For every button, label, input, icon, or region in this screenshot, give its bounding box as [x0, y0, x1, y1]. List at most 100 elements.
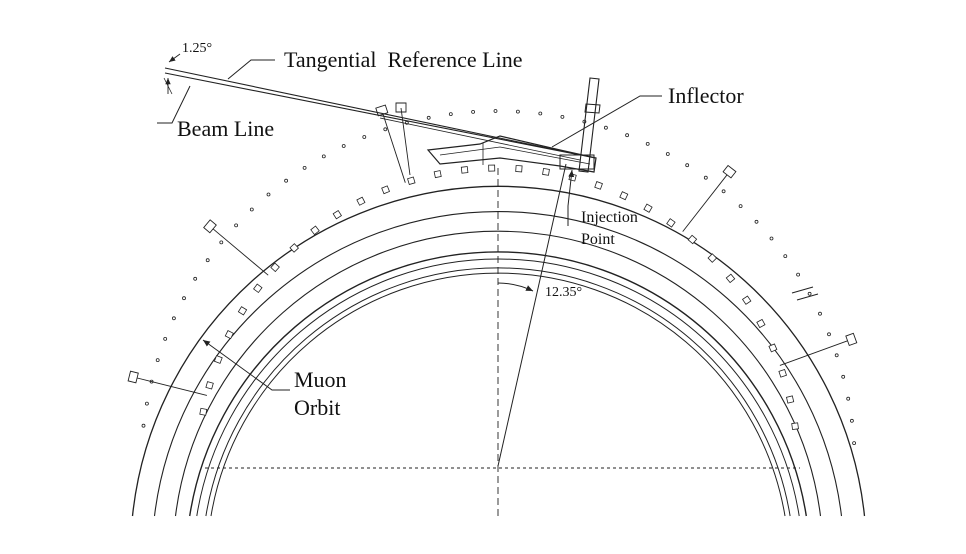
inflector-support: [578, 77, 600, 173]
clamp: [289, 243, 300, 253]
injection-label: Injection: [581, 209, 638, 226]
clamp: [768, 343, 778, 353]
clamp: [310, 225, 320, 236]
bolt-hole: [155, 358, 160, 363]
bolt-hole: [685, 163, 690, 168]
ring-structure: [127, 102, 866, 517]
clamp: [594, 181, 603, 190]
orbit-label: Orbit: [294, 395, 340, 420]
radial-brackets: [127, 102, 858, 396]
radial-bracket-box: [203, 219, 217, 234]
radial-bracket-line: [133, 376, 208, 396]
clamp: [687, 234, 698, 245]
bolt-hole: [141, 423, 146, 428]
point-label: Point: [581, 231, 615, 248]
clamp: [407, 176, 416, 186]
injection-radius-line: [497, 163, 567, 467]
pole-outer-arc: [174, 230, 822, 517]
bolt-hole: [516, 109, 520, 114]
yoke-inner-arc: [153, 211, 843, 517]
clamp: [756, 318, 766, 329]
muon-label: Muon: [294, 367, 347, 392]
bolt-hole: [818, 311, 822, 316]
clamp: [356, 196, 366, 206]
clamp: [666, 218, 676, 228]
clamp: [643, 203, 653, 213]
clamp: [741, 295, 752, 305]
bolt-hole: [171, 316, 176, 321]
bolt-hole: [604, 125, 608, 130]
bolt-hole: [383, 127, 388, 132]
beam-line-label: Beam Line: [177, 116, 274, 141]
radial-bracket-line: [209, 225, 269, 276]
bolt-hole: [219, 240, 224, 245]
bolt-hole: [493, 109, 498, 113]
bolt-hole: [193, 276, 198, 281]
bolt-hole: [284, 178, 289, 183]
tangential-reference-line-label: Tangential Reference Line: [284, 47, 523, 72]
clamp: [213, 355, 223, 364]
top-bracket: [395, 102, 411, 176]
clamp: [542, 168, 550, 176]
clamp: [488, 164, 496, 172]
bolt-hole: [625, 133, 629, 138]
muon-orbit-leader: [202, 339, 290, 391]
bolt-hole: [302, 165, 307, 170]
clamp: [224, 330, 234, 340]
ring-cut-marker: [791, 286, 819, 301]
inflector-support-cap: [584, 103, 601, 114]
bolt-hole: [796, 272, 800, 277]
radial-bracket-box: [722, 164, 737, 179]
inflector-label: Inflector: [668, 83, 744, 108]
radial-bracket-box: [127, 370, 139, 384]
radial-bracket-box: [845, 332, 858, 347]
bolt-hole: [266, 192, 271, 197]
clamp: [381, 185, 391, 195]
radial-bracket-line: [682, 171, 730, 232]
beam-angle-ticks: [163, 77, 173, 95]
vacuum-clamps: [199, 164, 799, 431]
bolt-hole: [471, 110, 476, 114]
bolt-hole: [144, 401, 149, 406]
clamp: [568, 173, 577, 182]
bolt-hole: [560, 115, 565, 119]
clamp: [786, 395, 795, 404]
injection-angle-label: 12.35°: [545, 285, 582, 300]
radial-bracket-line: [381, 110, 406, 183]
bolt-hole: [426, 115, 431, 120]
bolt-hole: [163, 336, 168, 341]
bolt-hole: [703, 175, 708, 180]
bolt-hole: [738, 204, 743, 209]
bolt-hole: [341, 144, 346, 148]
bolt-hole: [852, 441, 856, 446]
bolt-hole: [846, 396, 851, 401]
bolt-hole: [665, 152, 670, 156]
clamp: [199, 407, 208, 416]
beam-line-inner: [379, 117, 581, 161]
tangential-reference-line: [164, 67, 596, 159]
injection-angle-arc: [497, 282, 534, 292]
radial-bracket-line: [779, 338, 852, 366]
clamp: [460, 166, 469, 174]
bolt-hole: [783, 254, 788, 259]
bolt-hole: [205, 258, 210, 263]
bolt-hole: [834, 353, 839, 358]
clamp: [778, 369, 787, 378]
beam-angle-leader: [168, 53, 181, 63]
inflector: [426, 135, 597, 173]
clamp: [270, 262, 280, 273]
beam-angle-label: 1.25°: [182, 41, 212, 56]
injection-leader: [567, 169, 575, 226]
outer-yoke-arc: [131, 185, 866, 517]
bolt-hole: [769, 236, 774, 241]
beam-line: [164, 72, 581, 156]
bolt-holes: [141, 109, 856, 446]
clamp: [515, 165, 523, 173]
bolt-hole: [182, 296, 186, 301]
bolt-hole: [807, 291, 812, 296]
clamp: [205, 381, 214, 390]
bolt-hole: [645, 141, 650, 146]
inflector-leader: [551, 95, 662, 148]
beam-line-leader: [157, 85, 191, 124]
